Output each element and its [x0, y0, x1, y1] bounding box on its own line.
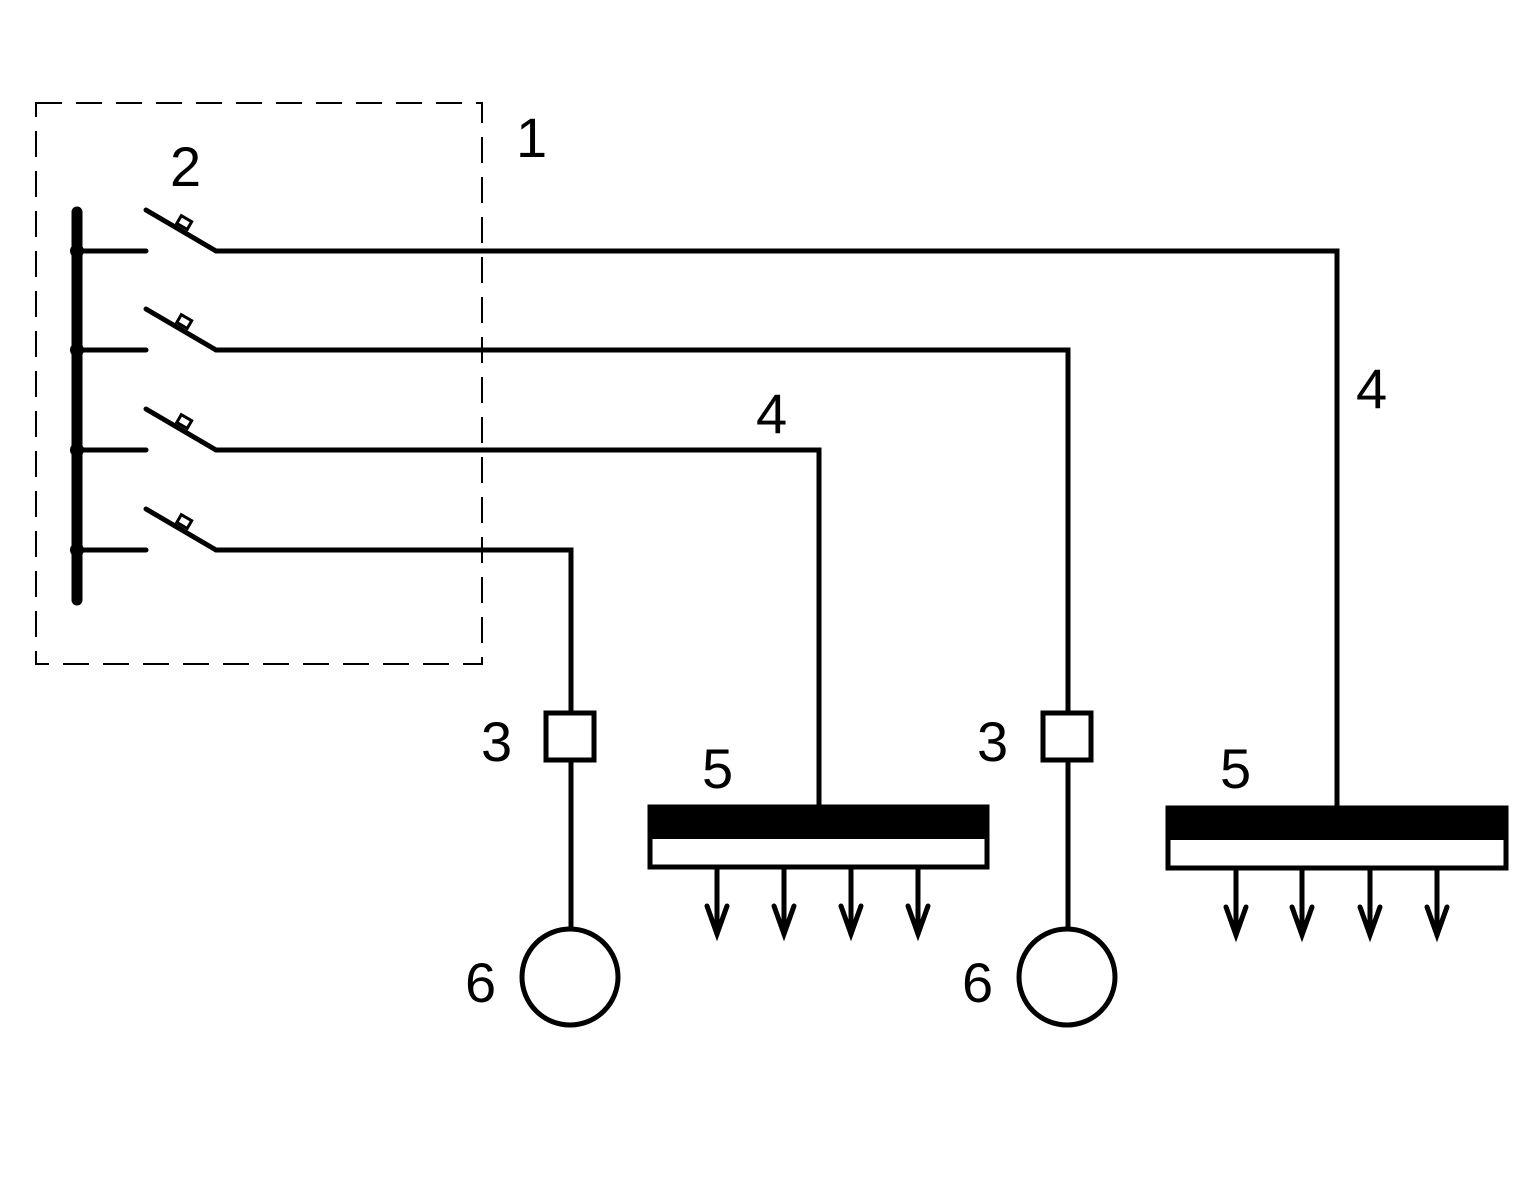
- feeder-line-2: [213, 347, 1071, 715]
- outlet-arrow: [1357, 865, 1383, 943]
- device-circle-right: [1016, 926, 1118, 1028]
- manifold-right-body: [1165, 805, 1509, 871]
- manifold-left: [647, 804, 990, 942]
- breaker-latch-1: [174, 213, 194, 232]
- junction-box-right: [1040, 710, 1094, 763]
- breaker-blade-2: [143, 306, 219, 353]
- breaker-4: [70, 506, 219, 557]
- junction-box-left: [543, 710, 597, 763]
- breaker-latch-2: [174, 312, 194, 331]
- breaker-latch-3: [174, 412, 194, 431]
- manifold-right-outlets: [1223, 865, 1450, 943]
- breaker-3: [70, 406, 219, 457]
- panel-enclosure: [35, 102, 483, 665]
- outlet-arrow: [771, 864, 797, 942]
- breaker-group: [70, 207, 219, 557]
- label-junction-right: 3: [977, 710, 1008, 773]
- feeder-line-4: [213, 547, 574, 715]
- manifold-left-outlets: [704, 864, 931, 942]
- label-device-right: 6: [962, 951, 993, 1014]
- breaker-blade-4: [143, 506, 219, 553]
- device-circle-left: [519, 926, 621, 1028]
- feeder-line-1: [213, 248, 1340, 811]
- manifold-left-top-bar: [649, 807, 988, 839]
- breaker-blade-1: [143, 207, 219, 254]
- label-breaker: 2: [170, 135, 201, 198]
- label-device-left: 6: [465, 951, 496, 1014]
- label-panel: 1: [516, 106, 547, 169]
- outlet-arrow: [704, 864, 730, 942]
- breaker-1: [70, 207, 219, 258]
- manifold-left-body: [647, 804, 990, 870]
- breaker-latch-4: [174, 512, 194, 531]
- label-junction-left: 3: [481, 710, 512, 773]
- outlet-arrow: [838, 864, 864, 942]
- feeder-line-3: [213, 447, 822, 811]
- breaker-2: [70, 306, 219, 357]
- outlet-arrow: [1289, 865, 1315, 943]
- label-cable-middle: 4: [756, 382, 787, 445]
- manifold-right: [1165, 805, 1509, 943]
- label-manifold-right: 5: [1220, 737, 1251, 800]
- label-manifold-left: 5: [702, 737, 733, 800]
- breaker-blade-3: [143, 406, 219, 453]
- label-cable-right: 4: [1356, 357, 1387, 420]
- outlet-arrow: [905, 864, 931, 942]
- outlet-arrow: [1424, 865, 1450, 943]
- manifold-right-top-bar: [1167, 808, 1507, 840]
- outlet-arrow: [1223, 865, 1249, 943]
